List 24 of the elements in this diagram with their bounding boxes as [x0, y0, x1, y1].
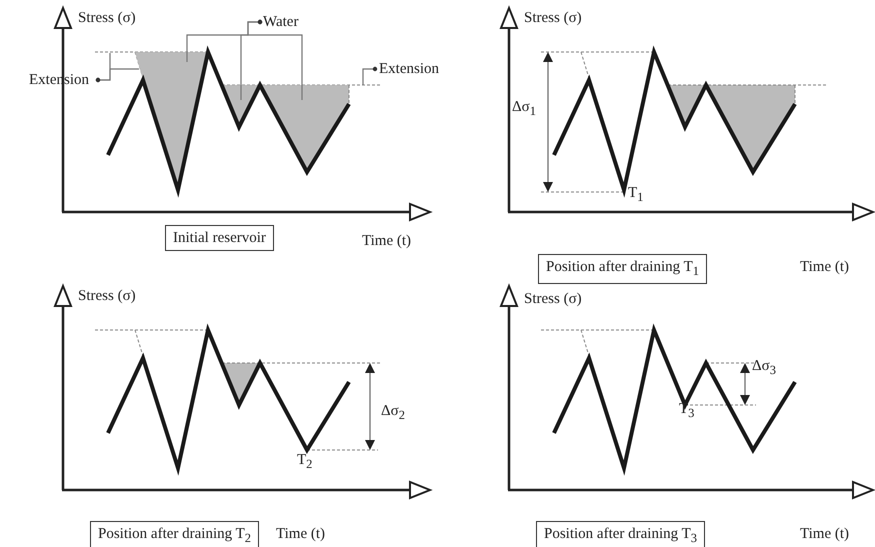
axis-label: Time (t)	[800, 258, 850, 276]
axis-label: Stress (σ)	[78, 9, 136, 27]
callout-label: Water	[263, 13, 298, 31]
caption-box: Position after draining T$_{3}$	[536, 521, 706, 547]
axis-label: Time (t)	[276, 525, 326, 543]
dashed-extension-line	[222, 84, 380, 86]
caption-box: Position after draining T$_{2}$	[90, 521, 260, 547]
leader-line	[96, 68, 139, 82]
dimension-label: Δσ$_{3}$	[752, 357, 776, 379]
dimension-label: Δσ$_{2}$	[381, 402, 405, 424]
axis-label: Time (t)	[800, 525, 850, 543]
caption-box: Initial reservoir	[165, 225, 274, 251]
callout-label: Extension	[379, 60, 439, 78]
leader-line	[247, 20, 303, 100]
point-label: T$_{1}$	[628, 184, 644, 206]
dimension-label: Δσ$_{1}$	[512, 98, 536, 120]
axis-label: Time (t)	[362, 232, 412, 250]
axis-label: Stress (σ)	[78, 287, 136, 305]
caption-box: Position after draining T$_{1}$	[538, 254, 708, 284]
axis-label: Stress (σ)	[524, 290, 582, 308]
point-label: T$_{2}$	[297, 451, 312, 473]
axis-label: Stress (σ)	[524, 9, 582, 27]
point-label: T$_{3}$	[679, 400, 694, 422]
leader-line	[362, 66, 378, 85]
